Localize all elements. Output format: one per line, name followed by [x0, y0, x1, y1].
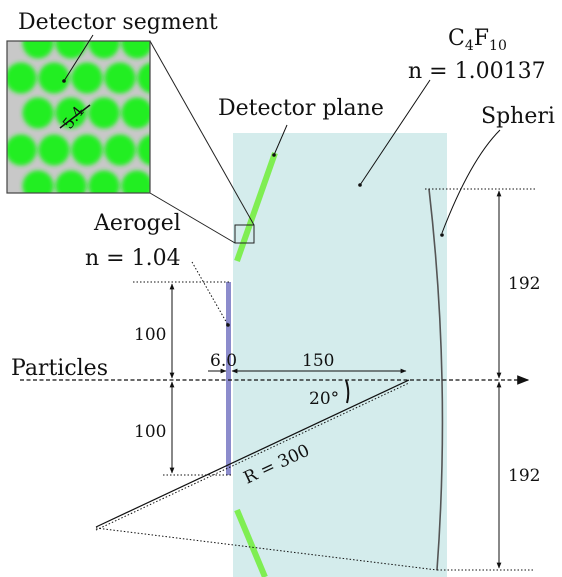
detector-segment-cell: [121, 41, 150, 59]
leader-mirror: [441, 129, 501, 234]
detector-segment-inset: [6, 40, 151, 194]
zoom-line-bottom: [149, 192, 236, 244]
aerogel-index-label: n = 1.04: [85, 246, 181, 271]
angle-label: 20°: [309, 389, 339, 409]
detector-plane-label: Detector plane: [218, 96, 384, 121]
detector-segment-cell: [38, 134, 70, 166]
aerogel-lower-dim-label: 100: [134, 422, 166, 442]
leader-aerogel: [191, 261, 229, 326]
aerogel-label: Aerogel: [93, 211, 181, 236]
detector-segment-cell: [88, 170, 120, 193]
detector-zoom-box: [234, 224, 255, 244]
zoom-line-top: [149, 40, 255, 226]
detector-segment-cell: [71, 134, 103, 166]
radius-line: [95, 379, 410, 528]
detector-plane-lower: [234, 508, 268, 577]
mirror-edge-dotted: [95, 527, 438, 571]
angle-arc: [345, 379, 350, 404]
detector-segment-cell: [55, 41, 87, 59]
detector-segment-label: Detector segment: [18, 10, 218, 35]
detector-segment-cell: [88, 97, 120, 129]
detector-segment-cell: [137, 134, 150, 166]
aerogel-upper-dim-label: 100: [134, 325, 166, 345]
detector-segment-cell: [55, 170, 87, 193]
leader-detector-plane: [273, 124, 288, 156]
detector-segment-cell: [7, 62, 37, 94]
spherical-mirror: [428, 188, 444, 571]
detector-segment-cell: [121, 170, 150, 193]
detector-segment-cell: [88, 41, 120, 59]
detector-segment-cell: [104, 62, 136, 94]
detector-segment-cell: [104, 134, 136, 166]
detector-segment-cell: [137, 62, 150, 94]
gas-formula-label: C4F10: [448, 26, 507, 54]
radius-line-dotted: [95, 382, 410, 531]
leader-detector-plane-dot: [272, 153, 276, 157]
detector-segment-cell: [22, 41, 54, 59]
mirror-label: Spheri: [481, 104, 555, 129]
gas-index-label: n = 1.00137: [408, 59, 546, 84]
detector-segment-cell: [22, 170, 54, 193]
leader-segment-dot: [62, 79, 66, 83]
mirror-upper-dim-label: 192: [508, 274, 540, 294]
detector-segment-cell: [22, 97, 54, 129]
detector-segment-cell: [38, 62, 70, 94]
detector-segment-cell: [121, 97, 150, 129]
detector-segment-cell: [55, 97, 87, 129]
segment-pitch-line: [59, 104, 91, 129]
aerogel-radiator: [226, 282, 231, 475]
particles-label: Particles: [11, 356, 108, 381]
mirror-lower-dim-label: 192: [508, 466, 540, 486]
leader-mirror-dot: [440, 233, 444, 237]
detector-segment-cell: [71, 62, 103, 94]
detector-segment-cell: [7, 134, 37, 166]
leader-gas: [359, 79, 431, 186]
gas-radiator-region: [233, 133, 447, 577]
leader-gas-dot: [358, 183, 362, 187]
thickness-label: 6.0: [210, 351, 237, 371]
leader-aerogel-dot: [226, 323, 230, 327]
distance-label: 150: [302, 351, 334, 371]
leader-segment: [63, 34, 94, 82]
